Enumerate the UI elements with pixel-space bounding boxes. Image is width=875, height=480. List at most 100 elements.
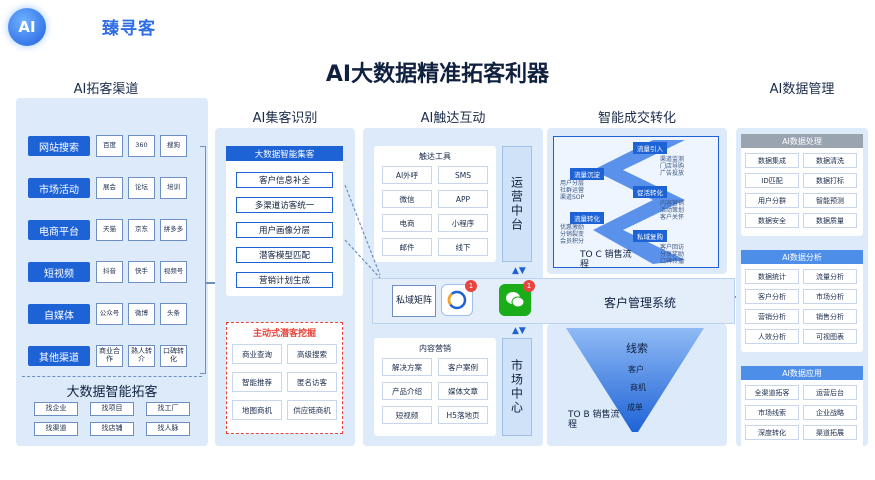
reach-tool[interactable]: 微信 (382, 190, 432, 208)
mining-tag[interactable]: 高级搜索 (287, 344, 337, 364)
mining-tag[interactable]: 商业查询 (232, 344, 282, 364)
channel-tag[interactable]: 搜狗 (160, 135, 187, 157)
section-title-convert: 智能成交转化 (597, 111, 676, 126)
data-item[interactable]: 销售分析 (803, 309, 857, 324)
data-item[interactable]: 数据质量 (803, 213, 857, 228)
reach-tool[interactable]: 小程序 (438, 214, 488, 232)
data-item[interactable]: 全渠道拓客 (745, 385, 799, 400)
data-item[interactable]: 市场线索 (745, 405, 799, 420)
channel-tag[interactable]: 京东 (128, 219, 155, 241)
mining-tag[interactable]: 智能推荐 (232, 372, 282, 392)
channel-tag[interactable]: 培训 (160, 177, 187, 199)
reach-tool[interactable]: 电商 (382, 214, 432, 232)
reach-tool[interactable]: 邮件 (382, 238, 432, 256)
toc-note: 优惠激励 (560, 224, 585, 231)
toc-step: 流量沉淀 (570, 168, 604, 180)
channel-tag[interactable]: 天猫 (96, 219, 123, 241)
channel-tag[interactable]: 视频号 (160, 261, 187, 283)
reach-tool[interactable]: AI外呼 (382, 166, 432, 184)
channel-tag[interactable]: 公众号 (96, 303, 123, 325)
identify-step: 营销计划生成 (236, 272, 333, 288)
content-item[interactable]: 产品介绍 (382, 382, 432, 400)
reach-tool[interactable]: APP (438, 190, 488, 208)
arrow-up-down-icon-2: ▲▼ (512, 326, 526, 336)
content-item[interactable]: H5落地页 (438, 406, 488, 424)
channel-tag[interactable]: 商业合作 (96, 345, 123, 367)
data-item[interactable]: 流量分析 (803, 269, 857, 284)
smart-tag[interactable]: 找工厂 (146, 402, 190, 416)
data-item[interactable]: 运营后台 (803, 385, 857, 400)
mining-tag[interactable]: 匿名访客 (287, 372, 337, 392)
toc-note: 用户分层 (560, 180, 585, 187)
channel-button[interactable]: 市场活动 (28, 178, 90, 198)
data-item[interactable]: 可视图表 (803, 329, 857, 344)
channel-button[interactable]: 电商平台 (28, 220, 90, 240)
ops-center: 运营中台 (502, 146, 532, 262)
smart-tag[interactable]: 找人脉 (146, 422, 190, 436)
smart-tag[interactable]: 找企业 (34, 402, 78, 416)
reach-tool[interactable]: SMS (438, 166, 488, 184)
data-item[interactable]: 深度转化 (745, 425, 799, 440)
data-item[interactable]: 用户分群 (745, 193, 799, 208)
data-item[interactable]: ID匹配 (745, 173, 799, 188)
toc-label: TO C 销售流程 (580, 250, 632, 270)
content-item[interactable]: 媒体文章 (438, 382, 488, 400)
mining-tag[interactable]: 供应链商机 (287, 400, 337, 420)
toc-note: 广告投放 (660, 170, 685, 177)
toc-note: 分享奖励 (660, 251, 685, 258)
data-item[interactable]: 数据安全 (745, 213, 799, 228)
data-item[interactable]: 人效分析 (745, 329, 799, 344)
channel-tag[interactable]: 拼多多 (160, 219, 187, 241)
channel-tag[interactable]: 展会 (96, 177, 123, 199)
badge-2: 1 (523, 280, 535, 292)
channel-connector (206, 282, 216, 284)
data-item[interactable]: 数据清洗 (803, 153, 857, 168)
identify-inner (226, 146, 343, 296)
data-item[interactable]: 数据统计 (745, 269, 799, 284)
channel-tag[interactable]: 抖音 (96, 261, 123, 283)
section-title-data-mgmt: AI数据管理 (769, 82, 835, 97)
content-item[interactable]: 短视频 (382, 406, 432, 424)
channel-tag[interactable]: 口碑转化 (160, 345, 187, 367)
data-item[interactable]: 渠道拓展 (803, 425, 857, 440)
data-item[interactable]: 营销分析 (745, 309, 799, 324)
channel-button[interactable]: 其他渠道 (28, 346, 90, 366)
toc-note: 门店导购 (660, 163, 685, 170)
brand-name: 臻寻客 (102, 19, 156, 39)
smart-tag[interactable]: 找渠道 (34, 422, 78, 436)
section-title-identify: AI集客识别 (252, 111, 318, 126)
content-item[interactable]: 客户案例 (438, 358, 488, 376)
reach-tool[interactable]: 线下 (438, 238, 488, 256)
channel-tag[interactable]: 论坛 (128, 177, 155, 199)
data-item[interactable]: 企业战略 (803, 405, 857, 420)
smart-tag[interactable]: 找项目 (90, 402, 134, 416)
toc-step: 私域复购 (633, 230, 667, 242)
channel-tag[interactable]: 头条 (160, 303, 187, 325)
toc-note: 内容营销 (660, 200, 685, 207)
channel-tag[interactable]: 熟人转介 (128, 345, 155, 367)
content-item[interactable]: 解决方案 (382, 358, 432, 376)
tob-label: TO B 销售流程 (568, 410, 620, 431)
tob-funnel (566, 328, 704, 432)
data-group-title: AI数据处理 (741, 134, 863, 148)
toc-note: 活动策划 (660, 207, 685, 214)
data-item[interactable]: 智能预测 (803, 193, 857, 208)
channel-button[interactable]: 自媒体 (28, 304, 90, 324)
channel-button[interactable]: 短视频 (28, 262, 90, 282)
data-item[interactable]: 数据集成 (745, 153, 799, 168)
data-item[interactable]: 市场分析 (803, 289, 857, 304)
channel-tag[interactable]: 微博 (128, 303, 155, 325)
mining-tag[interactable]: 地图商机 (232, 400, 282, 420)
toc-note: 渠道监测 (660, 156, 685, 163)
data-item[interactable]: 客户分析 (745, 289, 799, 304)
smart-tag[interactable]: 找店铺 (90, 422, 134, 436)
channel-tag[interactable]: 百度 (96, 135, 123, 157)
channel-tag[interactable]: 360 (128, 135, 155, 157)
channel-button[interactable]: 网站搜索 (28, 136, 90, 156)
data-group-title: AI数据应用 (741, 366, 863, 380)
channel-tag[interactable]: 快手 (128, 261, 155, 283)
section-title-channels: AI拓客渠道 (73, 82, 139, 97)
toc-note: 社群运营 (560, 187, 585, 194)
data-item[interactable]: 数据打标 (803, 173, 857, 188)
identify-step: 潜客模型匹配 (236, 247, 333, 263)
